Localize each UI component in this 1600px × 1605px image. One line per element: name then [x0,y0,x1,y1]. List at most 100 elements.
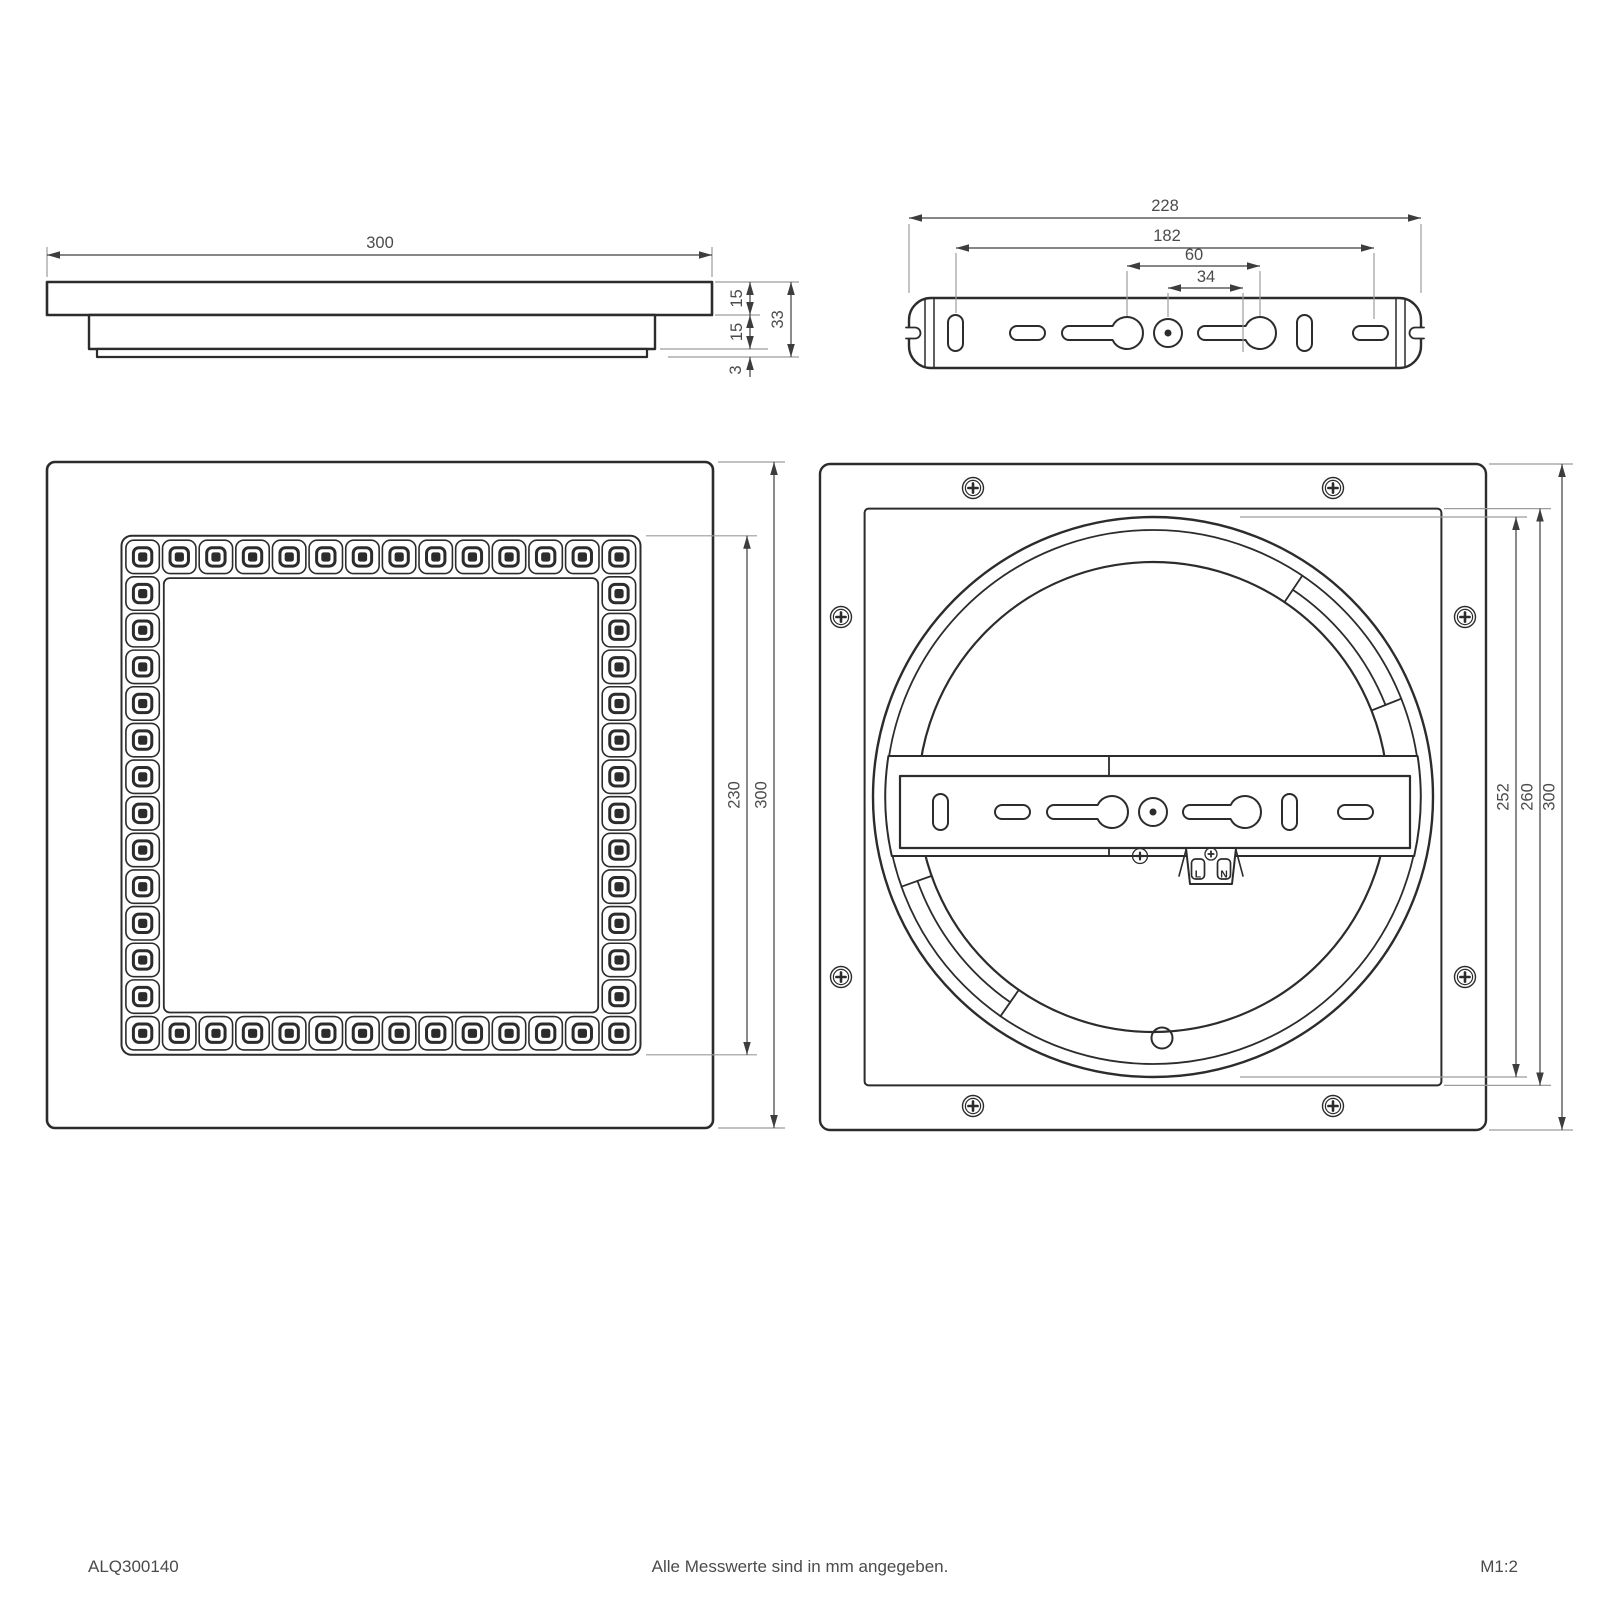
dim-label-keyhole-spacing: 60 [1185,246,1203,264]
screw-icon [1453,965,1477,989]
led-module-icon [124,1015,161,1052]
dim-label-total-height: 33 [769,310,787,328]
led-module-icon [564,1015,601,1052]
screw-icon [829,605,853,629]
dim-label-housing-height: 15 [728,323,746,341]
bracket-end-folds [924,298,1406,368]
dim-label-side-width: 300 [366,234,394,252]
led-module-icon [527,1015,564,1052]
led-module-icon [600,978,638,1015]
led-field-outer-border [120,534,642,1056]
led-ring [124,538,638,1052]
screw-icon [1453,605,1477,629]
bracket-left-notch [905,326,922,340]
units-note: Alle Messwerte sind in mm angegeben. [652,1557,949,1576]
panel-diffuser-profile [95,347,649,359]
terminal-screw-icon [1204,847,1218,861]
led-module-icon [197,1015,235,1052]
led-module-icon [600,831,638,869]
led-module-icon [600,685,638,722]
view-bracket-profile: 228 182 60 34 [905,197,1425,370]
led-module-icon [161,538,198,576]
dim-front: 230 300 [646,461,785,1129]
terminal-cell-neutral [1216,858,1232,880]
led-module-icon [344,1015,381,1052]
cable-clamp-wings [1178,849,1244,877]
led-module-icon [600,611,638,649]
panel-frame-profile [45,280,714,317]
led-module-icon [417,538,454,576]
dim-side-heights: 15 15 3 33 [660,281,799,377]
front-panel-outline [45,460,715,1130]
led-module-icon [600,795,638,832]
led-module-icon [380,1015,418,1052]
led-module-icon [380,538,418,576]
terminal-cell-live [1190,858,1206,880]
dim-label-back-overall: 300 [1541,783,1559,811]
screw-icon [961,1094,985,1118]
led-module-icon [124,831,161,869]
dim-bracket: 228 182 60 34 [908,197,1422,352]
led-module-icon [124,685,161,722]
panel-housing-profile [87,313,657,351]
led-module-icon [124,868,161,905]
dim-label-ring: 252 [1495,783,1513,811]
led-module-icon [124,611,161,649]
led-field-inner-border [162,577,600,1014]
terminal-housing [1185,847,1237,885]
view-back: L N 252 260 300 [818,462,1573,1132]
led-module-icon [124,795,161,832]
title-block: ALQ300140 Alle Messwerte sind in mm ange… [88,1557,1518,1576]
terminal-label-live: L [1195,869,1202,881]
led-module-icon [490,1015,528,1052]
led-module-icon [124,538,161,576]
led-module-icon [124,978,161,1015]
led-module-icon [454,538,491,576]
led-module-icon [307,538,344,576]
led-module-icon [564,538,601,576]
led-module-icon [600,721,638,759]
back-panel-outline [818,462,1488,1132]
twist-lock-segments [900,574,1403,1018]
dim-label-diffuser-height: 3 [727,365,745,374]
led-module-icon [600,575,638,612]
led-module-icon [600,1015,638,1052]
plate-hole [1150,1026,1174,1050]
view-side-profile: 300 15 15 3 33 [45,234,799,377]
led-module-icon [234,1015,271,1052]
dim-label-front-overall: 300 [753,781,771,809]
terminal-label-neutral: N [1220,869,1228,881]
led-module-icon [124,575,161,612]
led-module-icon [124,941,161,979]
terminal-block: L N [1178,847,1244,885]
led-module-icon [600,758,638,795]
scale-label: M1:2 [1480,1557,1518,1576]
view-front: 230 300 [45,460,785,1130]
screw-icon [829,965,853,989]
screw-icon [1321,1094,1345,1118]
led-module-icon [124,721,161,759]
dim-label-led-field: 230 [726,781,744,809]
led-module-icon [124,905,161,942]
led-module-icon [124,648,161,686]
led-module-icon [600,941,638,979]
led-module-icon [234,538,271,576]
dim-label-slot-spacing: 182 [1153,227,1181,245]
led-module-icon [197,538,235,576]
led-module-icon [270,1015,308,1052]
led-module-icon [527,538,564,576]
led-module-icon [490,538,528,576]
bracket-right-notch [1408,326,1425,340]
led-module-icon [600,868,638,905]
mounting-ring-outer [871,515,1435,1079]
led-module-icon [600,905,638,942]
led-module-icon [454,1015,491,1052]
led-module-icon [270,538,308,576]
screw-icon [961,476,985,500]
dim-label-panel-height: 15 [728,289,746,307]
screw-icon [1321,476,1345,500]
led-module-icon [124,758,161,795]
led-module-icon [161,1015,198,1052]
